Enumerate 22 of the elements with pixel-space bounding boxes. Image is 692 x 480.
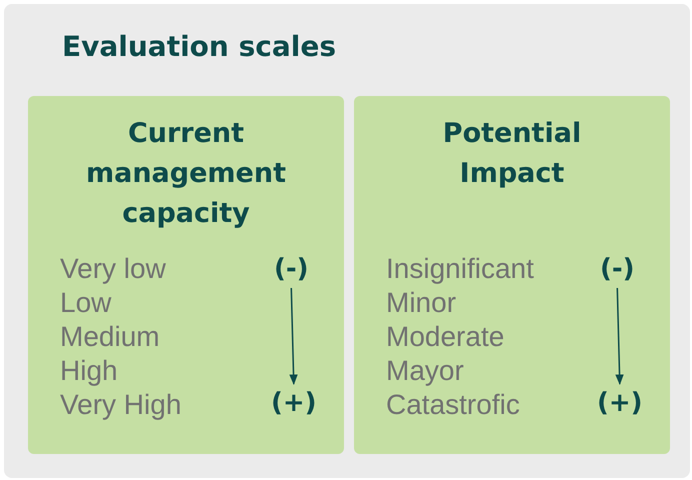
scale-level: Moderate bbox=[386, 320, 504, 354]
panel-background bbox=[4, 4, 690, 478]
card-title: Current management capacity bbox=[84, 117, 287, 231]
scale-card bbox=[354, 96, 670, 454]
scale-level: High bbox=[60, 354, 118, 388]
scale-end-label: (+) bbox=[597, 386, 643, 420]
scale-card bbox=[28, 96, 344, 454]
scale-level: Minor bbox=[386, 286, 456, 320]
scale-level: Mayor bbox=[386, 354, 464, 388]
scale-level: Insignificant bbox=[386, 252, 534, 286]
scale-end-label: (-) bbox=[600, 252, 635, 286]
arrow bbox=[289, 288, 298, 386]
scale-end-label: (-) bbox=[274, 252, 309, 286]
arrow bbox=[615, 288, 624, 386]
scale-level: Very High bbox=[60, 388, 182, 422]
panel-title: Evaluation scales bbox=[62, 30, 336, 63]
scale-end-label: (+) bbox=[271, 386, 317, 420]
scale-level: Medium bbox=[60, 320, 160, 354]
scale-level: Catastrofic bbox=[386, 388, 520, 422]
scale-level: Very low bbox=[60, 252, 166, 286]
scale-level: Low bbox=[60, 286, 112, 320]
card-title: Potential Impact bbox=[442, 117, 582, 191]
